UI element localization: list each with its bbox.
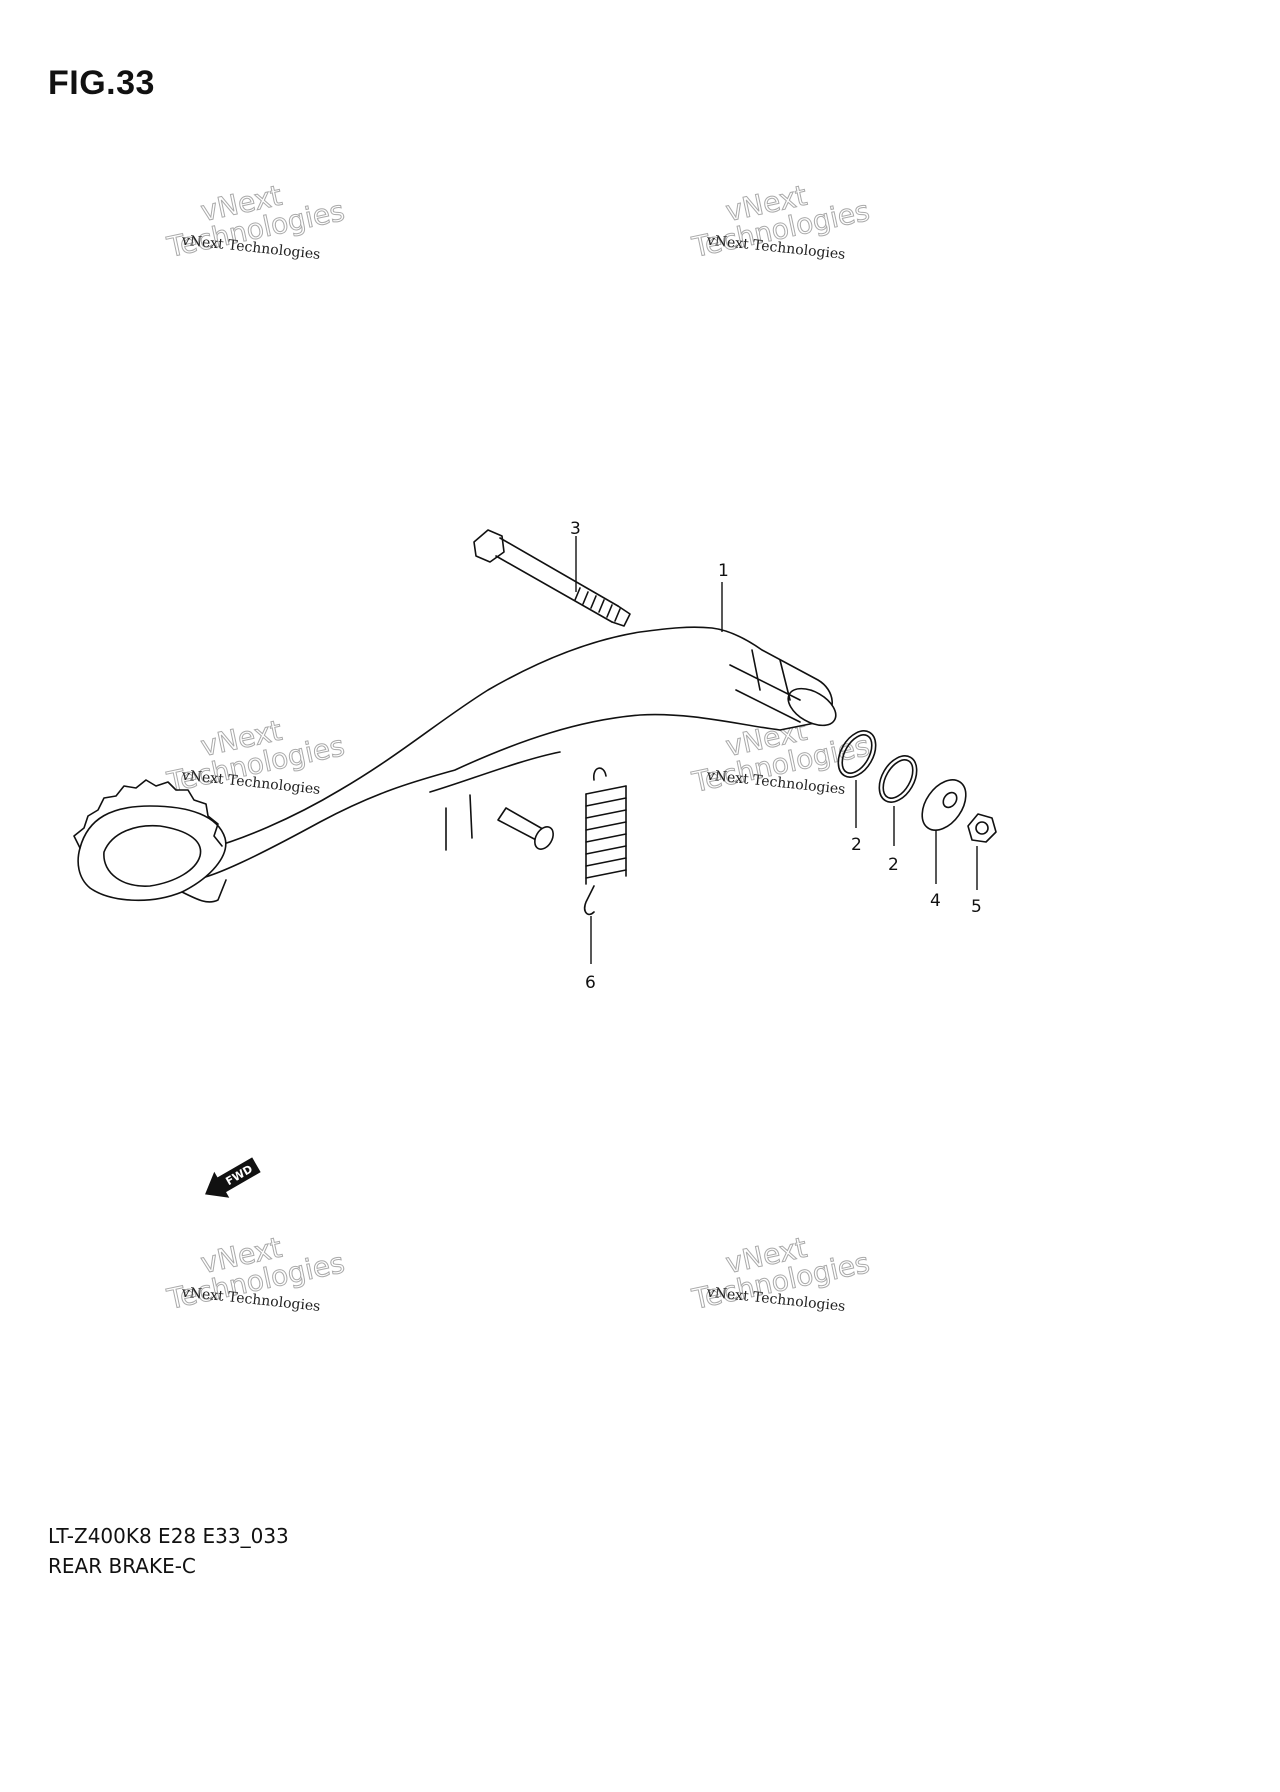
watermark-top-left: Technologies vNext vNext Technologies (163, 178, 348, 264)
callout-1: 1 (718, 561, 729, 581)
watermark-bottom-right: Technologies vNext vNext Technologies (688, 1230, 873, 1316)
model-code: LT-Z400K8 E28 E33_033 (48, 1524, 289, 1548)
watermark-top-right: Technologies vNext vNext Technologies (688, 178, 873, 264)
section-name: REAR BRAKE-C (48, 1554, 196, 1578)
brake-pedal-part-1 (73, 626, 837, 903)
callout-4: 4 (930, 891, 941, 911)
bolt-part-3 (473, 529, 631, 627)
callout-3: 3 (570, 519, 581, 539)
callout-5: 5 (971, 897, 982, 917)
o-ring-part-2b (878, 755, 918, 803)
watermark-mid-left: Technologies vNext vNext Technologies (163, 713, 348, 799)
washer-part-4 (921, 779, 967, 831)
nut-part-5 (967, 813, 997, 843)
figure-title: FIG.33 (48, 64, 155, 102)
watermark-bottom-left: Technologies vNext vNext Technologies (163, 1230, 348, 1316)
leader-lines (575, 536, 978, 964)
fwd-arrow-icon: FWD (205, 1157, 261, 1198)
callout-6: 6 (585, 973, 596, 993)
spring-part-6 (583, 767, 627, 916)
callout-2b: 2 (888, 855, 899, 875)
o-ring-part-2a (837, 730, 877, 778)
callout-2a: 2 (851, 835, 862, 855)
